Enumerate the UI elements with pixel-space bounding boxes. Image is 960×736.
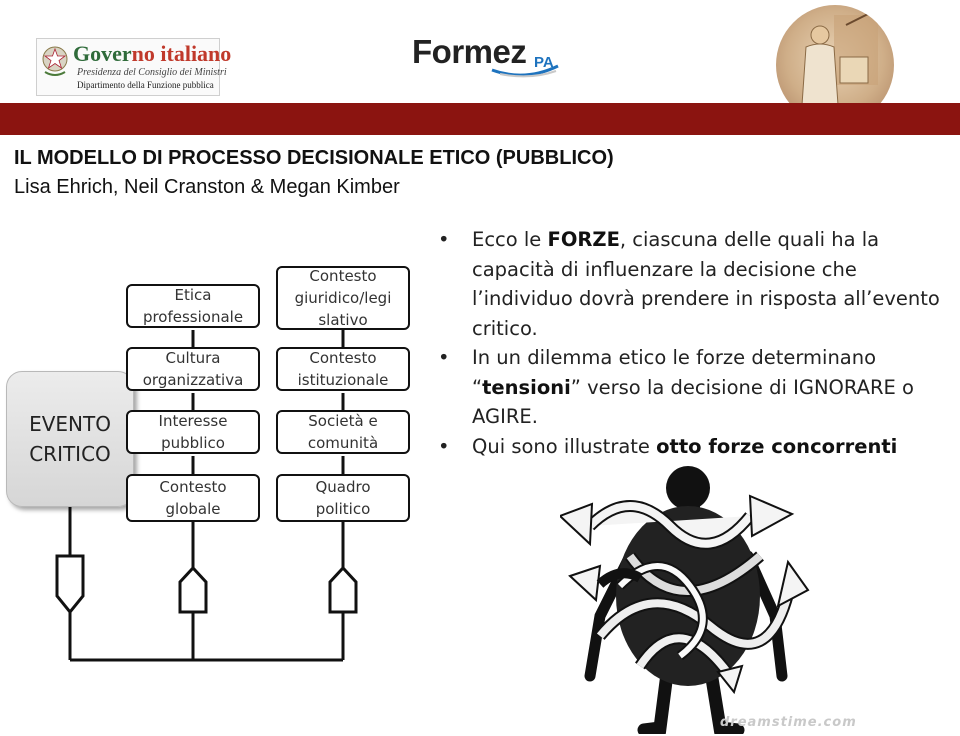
watermark: dreamstime.com <box>720 715 857 730</box>
evento-critico-line2: CRITICO <box>29 442 111 466</box>
force-etica-professionale: Etica professionale <box>126 284 260 328</box>
slide-title: IL MODELLO DI PROCESSO DECISIONALE ETICO… <box>14 147 614 169</box>
governo-italiano-logo[interactable]: Governo italiano Presidenza del Consigli… <box>36 38 231 96</box>
governo-italiano-subtitle: Presidenza del Consiglio dei Ministri <box>77 67 227 78</box>
evento-critico-line1: EVENTO <box>29 412 111 436</box>
force-contesto-giuridico: Contesto giuridico/legi slativo <box>276 266 410 330</box>
slide-authors: Lisa Ehrich, Neil Cranston & Megan Kimbe… <box>14 176 400 198</box>
force-societa-comunita: Società e comunità <box>276 410 410 454</box>
force-contesto-istituzionale: Contesto istituzionale <box>276 347 410 391</box>
governo-italiano-department: Dipartimento della Funzione pubblica <box>77 80 214 90</box>
bullet-item: • Ecco le FORZE, ciascuna delle quali ha… <box>438 225 948 343</box>
up-arrow-right-icon <box>328 565 358 614</box>
bullet-dot-icon: • <box>438 346 450 369</box>
header: Governo italiano Presidenza del Consigli… <box>0 0 960 138</box>
bullet-list: • Ecco le FORZE, ciascuna delle quali ha… <box>438 225 948 461</box>
evento-critico-box: EVENTO CRITICO <box>6 371 134 507</box>
bullet-item: • Qui sono illustrate otto forze concorr… <box>438 432 948 462</box>
tangled-arrows-icon <box>560 494 810 695</box>
formez-pa-suffix: PA <box>534 54 554 71</box>
formez-swoosh-icon <box>491 64 559 78</box>
painting-figure-icon <box>801 5 887 106</box>
tangled-arrows-figure-illustration <box>560 466 810 734</box>
italian-republic-emblem-icon <box>42 46 68 76</box>
bullet-dot-icon: • <box>438 228 450 251</box>
formez-logo-text: Formez <box>412 33 527 70</box>
bullet-dot-icon: • <box>438 434 450 458</box>
brand-bar <box>0 103 960 135</box>
force-interesse-pubblico: Interesse pubblico <box>126 410 260 454</box>
governo-italiano-title: Governo italiano <box>73 41 232 66</box>
down-arrow-icon <box>55 554 85 615</box>
bullet-item: • In un dilemma etico le forze determina… <box>438 343 948 432</box>
up-arrow-left-icon <box>178 565 208 614</box>
force-contesto-globale: Contesto globale <box>126 474 260 522</box>
force-quadro-politico: Quadro politico <box>276 474 410 522</box>
force-cultura-organizzativa: Cultura organizzativa <box>126 347 260 391</box>
